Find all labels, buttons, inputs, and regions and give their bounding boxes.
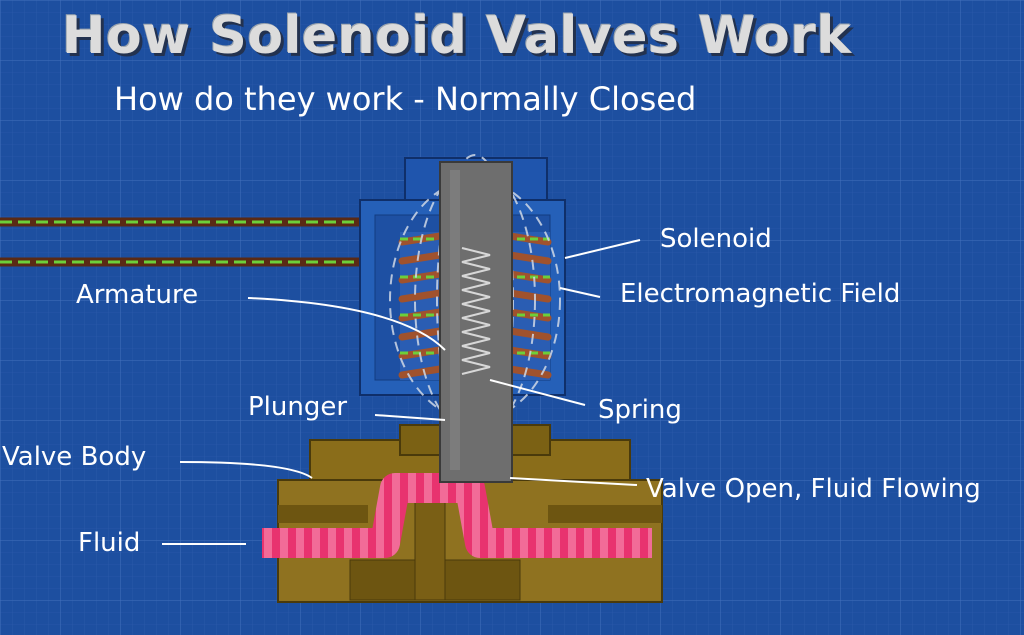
label-armature: Armature bbox=[76, 280, 199, 310]
label-fluid: Fluid bbox=[78, 528, 141, 558]
leader-spring bbox=[489, 379, 586, 406]
leader-field bbox=[559, 287, 601, 298]
slide-subtitle: How do they work - Normally Closed bbox=[114, 80, 697, 118]
label-spring: Spring bbox=[598, 395, 682, 425]
leader-solenoid bbox=[564, 239, 641, 259]
power-wires bbox=[0, 217, 430, 267]
fluid-flow bbox=[262, 473, 652, 558]
label-valve-open: Valve Open, Fluid Flowing bbox=[646, 474, 981, 504]
leader-plunger bbox=[374, 414, 446, 421]
leader-valve-body bbox=[179, 461, 313, 479]
leader-valve-open bbox=[509, 477, 638, 486]
slide-title: How Solenoid Valves Work bbox=[62, 6, 852, 66]
spring bbox=[461, 247, 491, 375]
label-valve-body: Valve Body bbox=[2, 442, 147, 472]
label-plunger: Plunger bbox=[248, 392, 348, 422]
label-solenoid: Solenoid bbox=[660, 224, 772, 254]
leader-armature bbox=[247, 297, 446, 351]
label-leader-lines bbox=[162, 239, 641, 545]
label-electromagnetic-field: Electromagnetic Field bbox=[620, 279, 901, 309]
